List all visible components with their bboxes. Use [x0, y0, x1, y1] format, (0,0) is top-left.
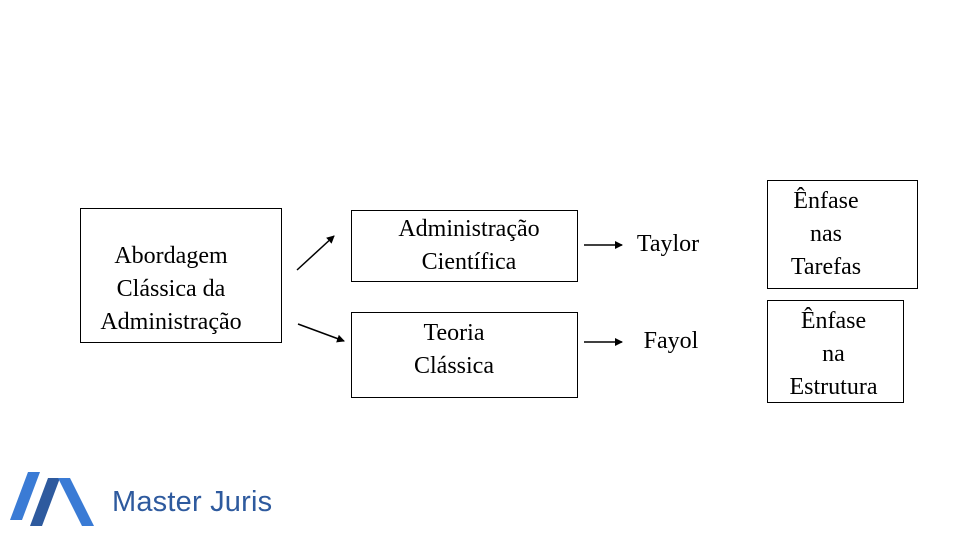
branch-bottom-box — [351, 312, 578, 398]
root-box — [80, 208, 282, 343]
emphasis-top-line-1: Ênfase — [793, 188, 859, 214]
root-label-line-2: Clássica da — [116, 276, 226, 302]
branch-top-box — [351, 210, 578, 282]
master-juris-logo-mark — [10, 472, 94, 526]
emphasis-bottom-line-1: Ênfase — [800, 308, 867, 334]
branch-top-label: Administração Científica — [351, 213, 587, 279]
branch-top-line-2: Científica — [421, 249, 517, 275]
branch-bottom-line-2: Clássica — [414, 353, 494, 379]
emphasis-bottom-label: Ênfase na Estrutura — [767, 305, 900, 404]
emphasis-bottom-box — [767, 300, 904, 403]
emphasis-top-box — [767, 180, 918, 289]
emphasis-top-line-3: Tarefas — [790, 254, 862, 280]
branch-bottom-line-1: Teoria — [423, 320, 485, 346]
brand-name: Master Juris — [112, 486, 273, 518]
author-bottom: Fayol — [643, 328, 699, 354]
arrow-root-to-top — [296, 235, 335, 271]
root-label-line-1: Abordagem — [114, 243, 228, 269]
emphasis-bottom-line-3: Estrutura — [789, 374, 878, 400]
author-top: Taylor — [636, 231, 700, 257]
emphasis-bottom-line-2: na — [822, 341, 845, 367]
emphasis-top-label: Ênfase nas Tarefas — [767, 185, 885, 284]
branch-bottom-label: Teoria Clássica — [351, 317, 557, 383]
root-label-line-3: Administração — [100, 309, 242, 335]
branch-top-line-1: Administração — [398, 216, 540, 242]
root-label: Abordagem Clássica da Administração — [86, 240, 256, 339]
emphasis-top-line-2: nas — [810, 221, 842, 247]
arrow-root-to-bottom — [297, 323, 345, 343]
